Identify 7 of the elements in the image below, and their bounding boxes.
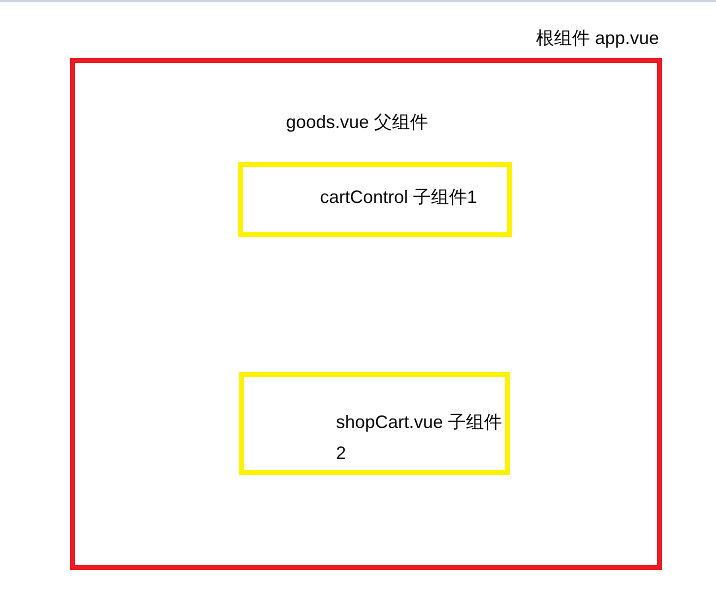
component-name: shopCart.vue 子组件2 — [336, 411, 504, 465]
component-box — [239, 372, 510, 475]
component-name: cartControl 子组件1 — [320, 186, 478, 209]
component-box — [238, 162, 512, 237]
component-name: goods.vue 父组件 — [286, 111, 428, 134]
component-box — [70, 58, 662, 570]
root-component-label: 根组件 app.vue — [536, 27, 660, 50]
